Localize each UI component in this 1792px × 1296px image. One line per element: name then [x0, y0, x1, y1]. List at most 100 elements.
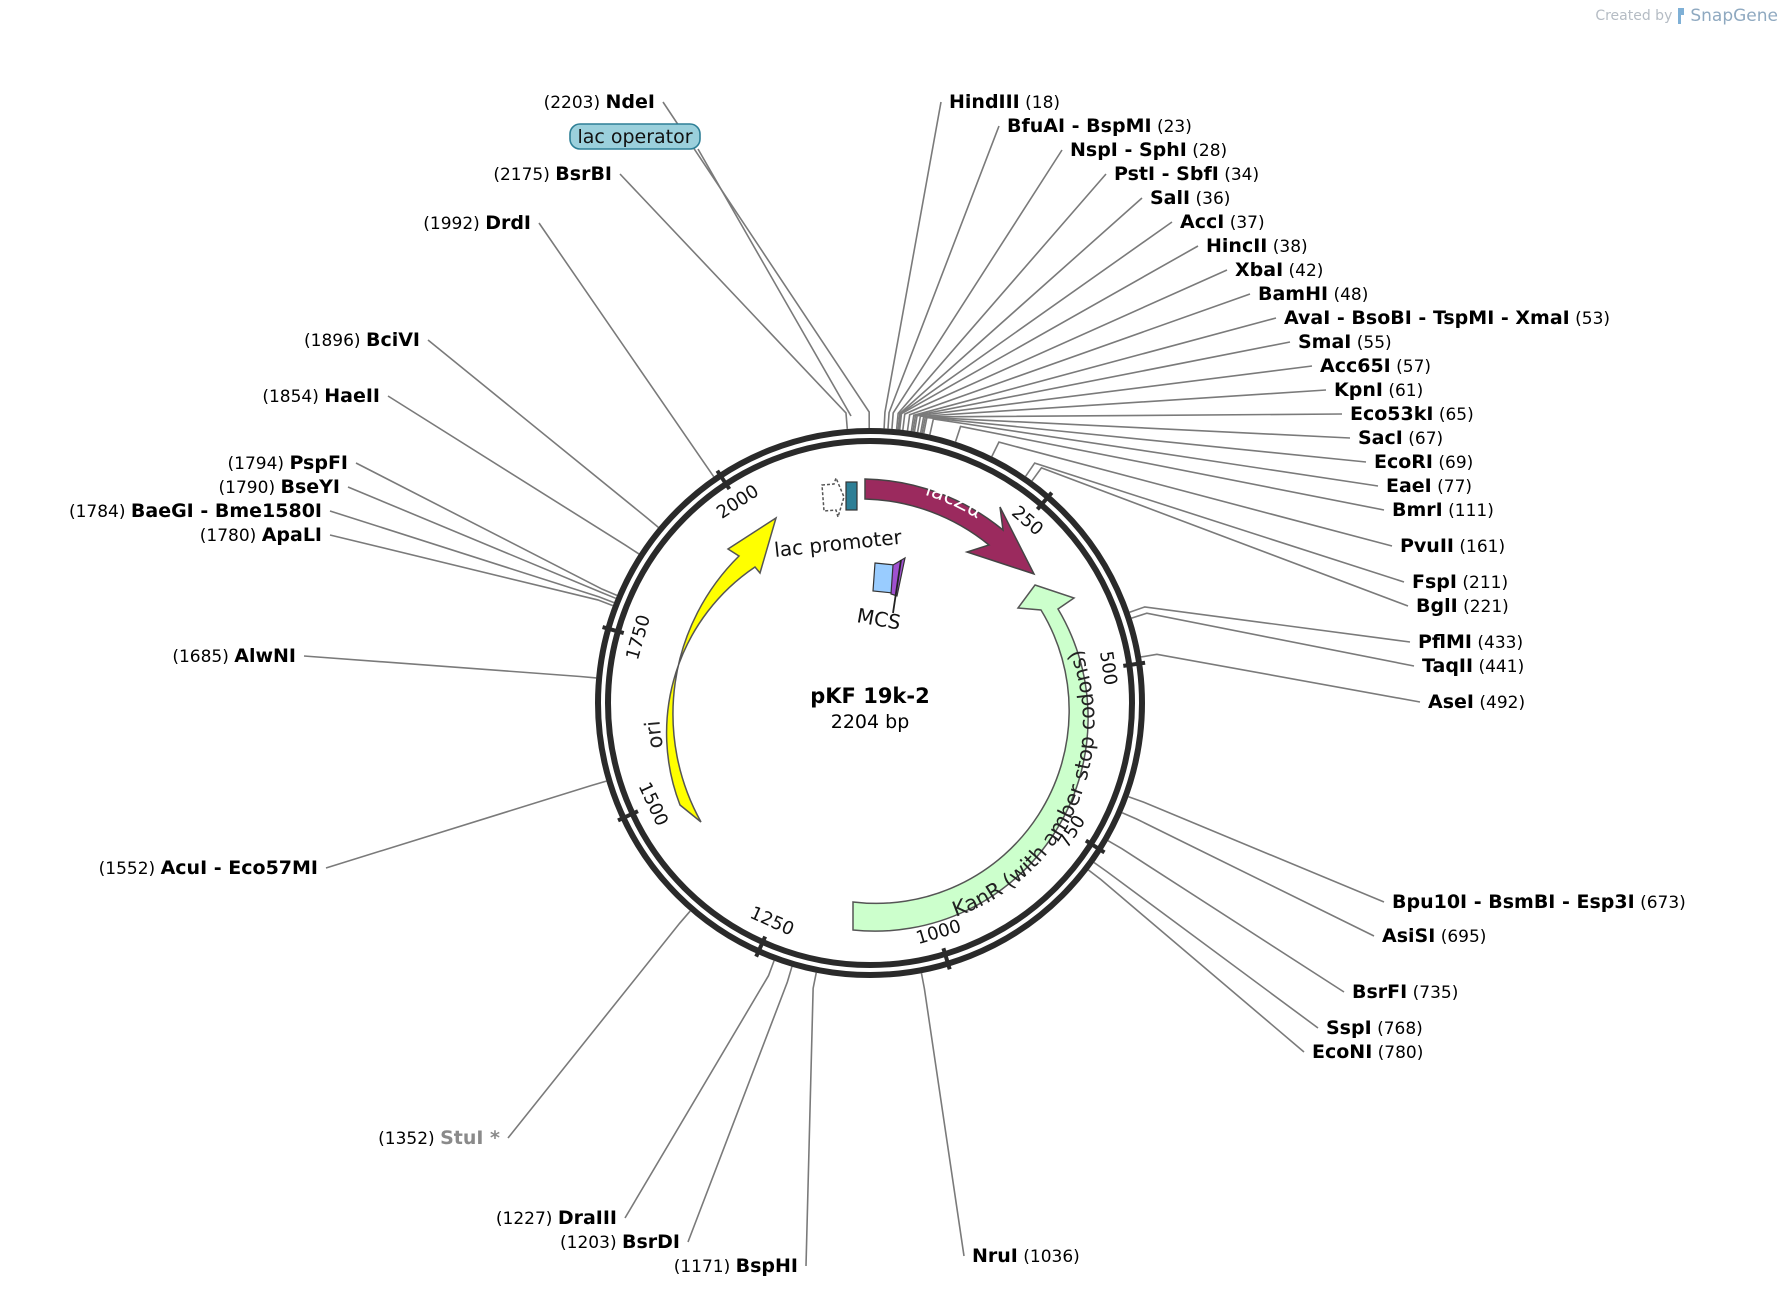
feature-lac-operator-box[interactable]	[845, 481, 858, 511]
site-fspi[interactable]: FspI (211)	[1412, 571, 1508, 593]
site-nrui[interactable]: NruI (1036)	[972, 1245, 1080, 1267]
site-name: SalI	[1150, 187, 1190, 209]
leader-eco53ki	[919, 413, 1343, 433]
leader-asisi	[1121, 812, 1375, 937]
site-eaei[interactable]: EaeI (77)	[1386, 475, 1472, 497]
site-pflmi[interactable]: PflMI (433)	[1418, 631, 1523, 653]
site-bmri[interactable]: BmrI (111)	[1392, 499, 1494, 521]
site-label-alwni: (1685) AlwNI	[172, 645, 296, 667]
site-sali[interactable]: SalI (36)	[1150, 187, 1230, 209]
site-position: (433)	[1477, 633, 1523, 653]
site-label-stui: (1352) StuI *	[378, 1127, 500, 1149]
enzyme-name: HaeII	[324, 385, 380, 407]
site-ndei[interactable]: (2203) NdeI	[544, 91, 655, 113]
enzyme-name: Bpu10I -	[1392, 891, 1488, 913]
site-label-bseyi: (1790) BseYI	[219, 476, 340, 498]
site-hindiii[interactable]: HindIII (18)	[949, 91, 1060, 113]
site-bsphi[interactable]: (1171) BspHI	[674, 1255, 798, 1277]
site-name: NruI	[972, 1245, 1018, 1267]
site-asisi[interactable]: AsiSI (695)	[1382, 925, 1486, 947]
enzyme-name: Eco57MI	[228, 857, 318, 879]
enzyme-name: NdeI	[606, 91, 655, 113]
site-name: AlwNI	[234, 645, 296, 667]
site-psti[interactable]: PstI - SbfI (34)	[1114, 163, 1259, 185]
site-hincii[interactable]: HincII (38)	[1206, 235, 1308, 257]
enzyme-name: Acc65I	[1320, 355, 1391, 377]
enzyme-name: XmaI	[1515, 307, 1569, 329]
site-label-acc65i: Acc65I (57)	[1320, 355, 1431, 377]
site-bsrfi[interactable]: BsrFI (735)	[1352, 981, 1458, 1003]
tick-mark	[1084, 838, 1106, 855]
site-sspi[interactable]: SspI (768)	[1326, 1017, 1423, 1039]
site-position: (1171)	[674, 1257, 731, 1277]
site-avai[interactable]: AvaI - BsoBI - TspMI - XmaI (53)	[1284, 307, 1610, 329]
site-xbai[interactable]: XbaI (42)	[1235, 259, 1323, 281]
site-label-avai: AvaI - BsoBI - TspMI - XmaI (53)	[1284, 307, 1610, 329]
site-bfuai[interactable]: BfuAI - BspMI (23)	[1007, 115, 1192, 137]
site-bsrdi[interactable]: (1203) BsrDI	[560, 1231, 680, 1253]
tick-mark	[1035, 491, 1054, 511]
lac-operator-callout[interactable]: lac operator	[569, 123, 852, 417]
site-asei[interactable]: AseI (492)	[1428, 691, 1525, 713]
site-taqii[interactable]: TaqII (441)	[1422, 655, 1524, 677]
site-position: (492)	[1479, 693, 1525, 713]
site-alwni[interactable]: (1685) AlwNI	[172, 645, 296, 667]
site-apali[interactable]: (1780) ApaLI	[200, 524, 322, 546]
site-bseyi[interactable]: (1790) BseYI	[219, 476, 340, 498]
site-pspfi[interactable]: (1794) PspFI	[228, 452, 349, 474]
feature-mcs[interactable]	[872, 556, 906, 614]
enzyme-name: AsiSI	[1382, 925, 1435, 947]
lac-operator-label: lac operator	[577, 126, 692, 148]
leader-alwni	[303, 655, 597, 679]
feature-lac-promoter-arrow[interactable]	[821, 475, 845, 520]
site-baegi[interactable]: (1784) BaeGI - Bme1580I	[69, 500, 322, 522]
site-label-bfuai: BfuAI - BspMI (23)	[1007, 115, 1192, 137]
site-bsrbi[interactable]: (2175) BsrBI	[493, 163, 612, 185]
site-bamhi[interactable]: BamHI (48)	[1258, 283, 1368, 305]
enzyme-name: AlwNI	[234, 645, 296, 667]
leader-bsphi	[805, 972, 818, 1267]
site-label-ndei: (2203) NdeI	[544, 91, 655, 113]
site-draiii[interactable]: (1227) DraIII	[496, 1207, 617, 1229]
site-kpni[interactable]: KpnI (61)	[1334, 379, 1423, 401]
site-bpu10i[interactable]: Bpu10I - BsmBI - Esp3I (673)	[1392, 891, 1686, 913]
site-position: (65)	[1439, 405, 1474, 425]
site-econi[interactable]: EcoNI (780)	[1312, 1041, 1423, 1063]
site-pvuii[interactable]: PvuII (161)	[1400, 535, 1505, 557]
site-smai[interactable]: SmaI (55)	[1298, 331, 1392, 353]
backbone	[595, 428, 1145, 978]
site-drdi[interactable]: (1992) DrdI	[423, 212, 531, 234]
site-acui[interactable]: (1552) AcuI - Eco57MI	[99, 857, 318, 879]
site-ecori[interactable]: EcoRI (69)	[1374, 451, 1473, 473]
site-haeii[interactable]: (1854) HaeII	[262, 385, 380, 407]
leader-haeii	[387, 395, 640, 555]
site-nspi[interactable]: NspI - SphI (28)	[1070, 139, 1227, 161]
leader-acc65i	[913, 365, 1313, 432]
site-saci[interactable]: SacI (67)	[1358, 427, 1443, 449]
site-stui[interactable]: (1352) StuI *	[378, 1127, 500, 1149]
site-position: (48)	[1333, 285, 1368, 305]
site-acci[interactable]: AccI (37)	[1180, 211, 1265, 233]
feature-kanr-arrow[interactable]	[852, 584, 1089, 932]
site-name: BciVI	[366, 329, 420, 351]
credit-brand: SnapGene	[1690, 6, 1778, 26]
site-acc65i[interactable]: Acc65I (57)	[1320, 355, 1431, 377]
site-bgli[interactable]: BglI (221)	[1416, 595, 1509, 617]
site-name: StuI *	[440, 1127, 500, 1149]
site-label-smai: SmaI (55)	[1298, 331, 1392, 353]
enzyme-name: BseYI	[280, 476, 340, 498]
leader-sspi	[1093, 861, 1319, 1029]
feature-ori-label: ori	[640, 720, 668, 751]
site-bcivi[interactable]: (1896) BciVI	[304, 329, 420, 351]
feature-ori-arrow[interactable]	[665, 516, 778, 823]
site-position: (1552)	[99, 859, 156, 879]
enzyme-name: XbaI	[1235, 259, 1283, 281]
leader-asei	[1140, 653, 1421, 703]
feature-lacz-arrow[interactable]	[864, 478, 1036, 576]
site-name: BaeGI - Bme1580I	[131, 500, 322, 522]
enzyme-name: TspMI -	[1433, 307, 1515, 329]
site-position: (1992)	[423, 214, 480, 234]
site-name: SmaI	[1298, 331, 1351, 353]
site-name: BsrDI	[622, 1231, 680, 1253]
site-eco53ki[interactable]: Eco53kI (65)	[1350, 403, 1474, 425]
